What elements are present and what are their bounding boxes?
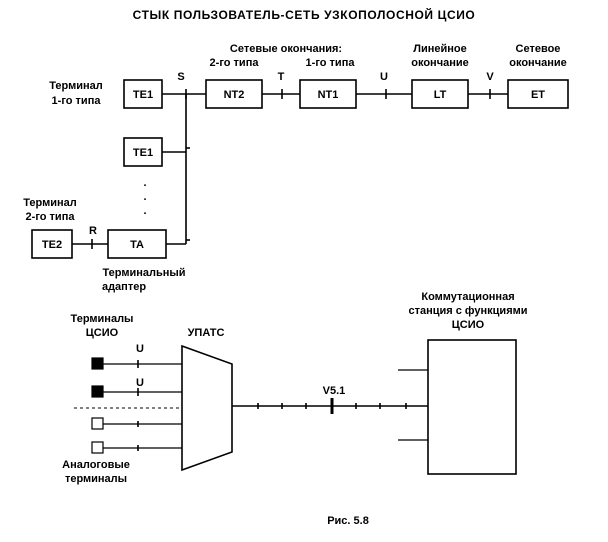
terminal-adapter-label-line1: Терминальный <box>102 267 185 279</box>
box-lt-label: LT <box>434 89 447 101</box>
terminal1-label-line2: 1-го типа <box>52 95 102 107</box>
ellipsis-dot-1: . <box>143 177 146 189</box>
box-nt1 <box>299 79 357 109</box>
box-te1-a <box>123 79 163 109</box>
network-terminations-label-line1: Сетевые окончания: <box>230 43 342 55</box>
exchange-label-line1: Коммутационная <box>421 291 514 303</box>
u-label-2: U <box>136 377 144 389</box>
box-te1-b-label: TE1 <box>133 147 153 159</box>
network-terminations-label-nt2: 2-го типа <box>210 57 260 69</box>
box-nt1-label: NT1 <box>318 89 339 101</box>
box-te1-b <box>123 137 163 167</box>
exchange-label-line2: станция с функциями <box>408 305 527 317</box>
line-termination-label-line2: окончание <box>411 57 468 69</box>
box-te2-label: TE2 <box>42 239 62 251</box>
ref-point-v: V <box>486 71 494 83</box>
analog-terminal-2 <box>91 441 104 454</box>
ref-point-r: R <box>89 225 97 237</box>
box-nt2-label: NT2 <box>224 89 245 101</box>
box-ta <box>107 229 167 259</box>
pbx-block <box>181 344 233 472</box>
isdn-terminal-1 <box>91 357 104 370</box>
analog-terminal-1 <box>91 417 104 430</box>
box-lt <box>411 79 469 109</box>
box-et <box>507 79 569 109</box>
u-label-1: U <box>136 343 144 355</box>
network-terminations-label-nt1: 1-го типа <box>306 57 356 69</box>
ellipsis-dot-3: . <box>143 205 146 217</box>
exchange-label-line3: ЦСИО <box>452 319 485 331</box>
ref-point-s: S <box>177 71 184 83</box>
terminal-adapter-label-line2: адаптер <box>102 281 146 293</box>
box-ta-label: TA <box>130 239 144 251</box>
ellipsis-dot-2: . <box>143 191 146 203</box>
ref-point-u: U <box>380 71 388 83</box>
terminal1-label-line1: Терминал <box>49 80 103 92</box>
terminal2-label-line2: 2-го типа <box>26 211 76 223</box>
figure-caption: Рис. 5.8 <box>327 515 369 527</box>
pbx-label: УПАТС <box>188 327 225 339</box>
analog-terminals-label-line1: Аналоговые <box>62 459 130 471</box>
terminal2-label-line1: Терминал <box>23 197 77 209</box>
analog-terminals-label-line2: терминалы <box>65 473 127 485</box>
ref-point-t: T <box>278 71 285 83</box>
box-nt2 <box>205 79 263 109</box>
network-termination-label-line1: Сетевое <box>516 43 561 55</box>
diagram-title: СТЫК ПОЛЬЗОВАТЕЛЬ-СЕТЬ УЗКОПОЛОСНОЙ ЦСИО <box>133 7 476 22</box>
exchange-block <box>427 339 517 475</box>
v51-label: V5.1 <box>323 385 346 397</box>
isdn-terminal-2 <box>91 385 104 398</box>
box-te2 <box>31 229 73 259</box>
line-termination-label-line1: Линейное <box>413 43 467 55</box>
box-et-label: ET <box>531 89 545 101</box>
isdn-terminals-label-line1: Терминалы <box>71 313 134 325</box>
box-te1-a-label: TE1 <box>133 89 153 101</box>
network-termination-label-line2: окончание <box>509 57 566 69</box>
isdn-terminals-label-line2: ЦСИО <box>86 327 119 339</box>
